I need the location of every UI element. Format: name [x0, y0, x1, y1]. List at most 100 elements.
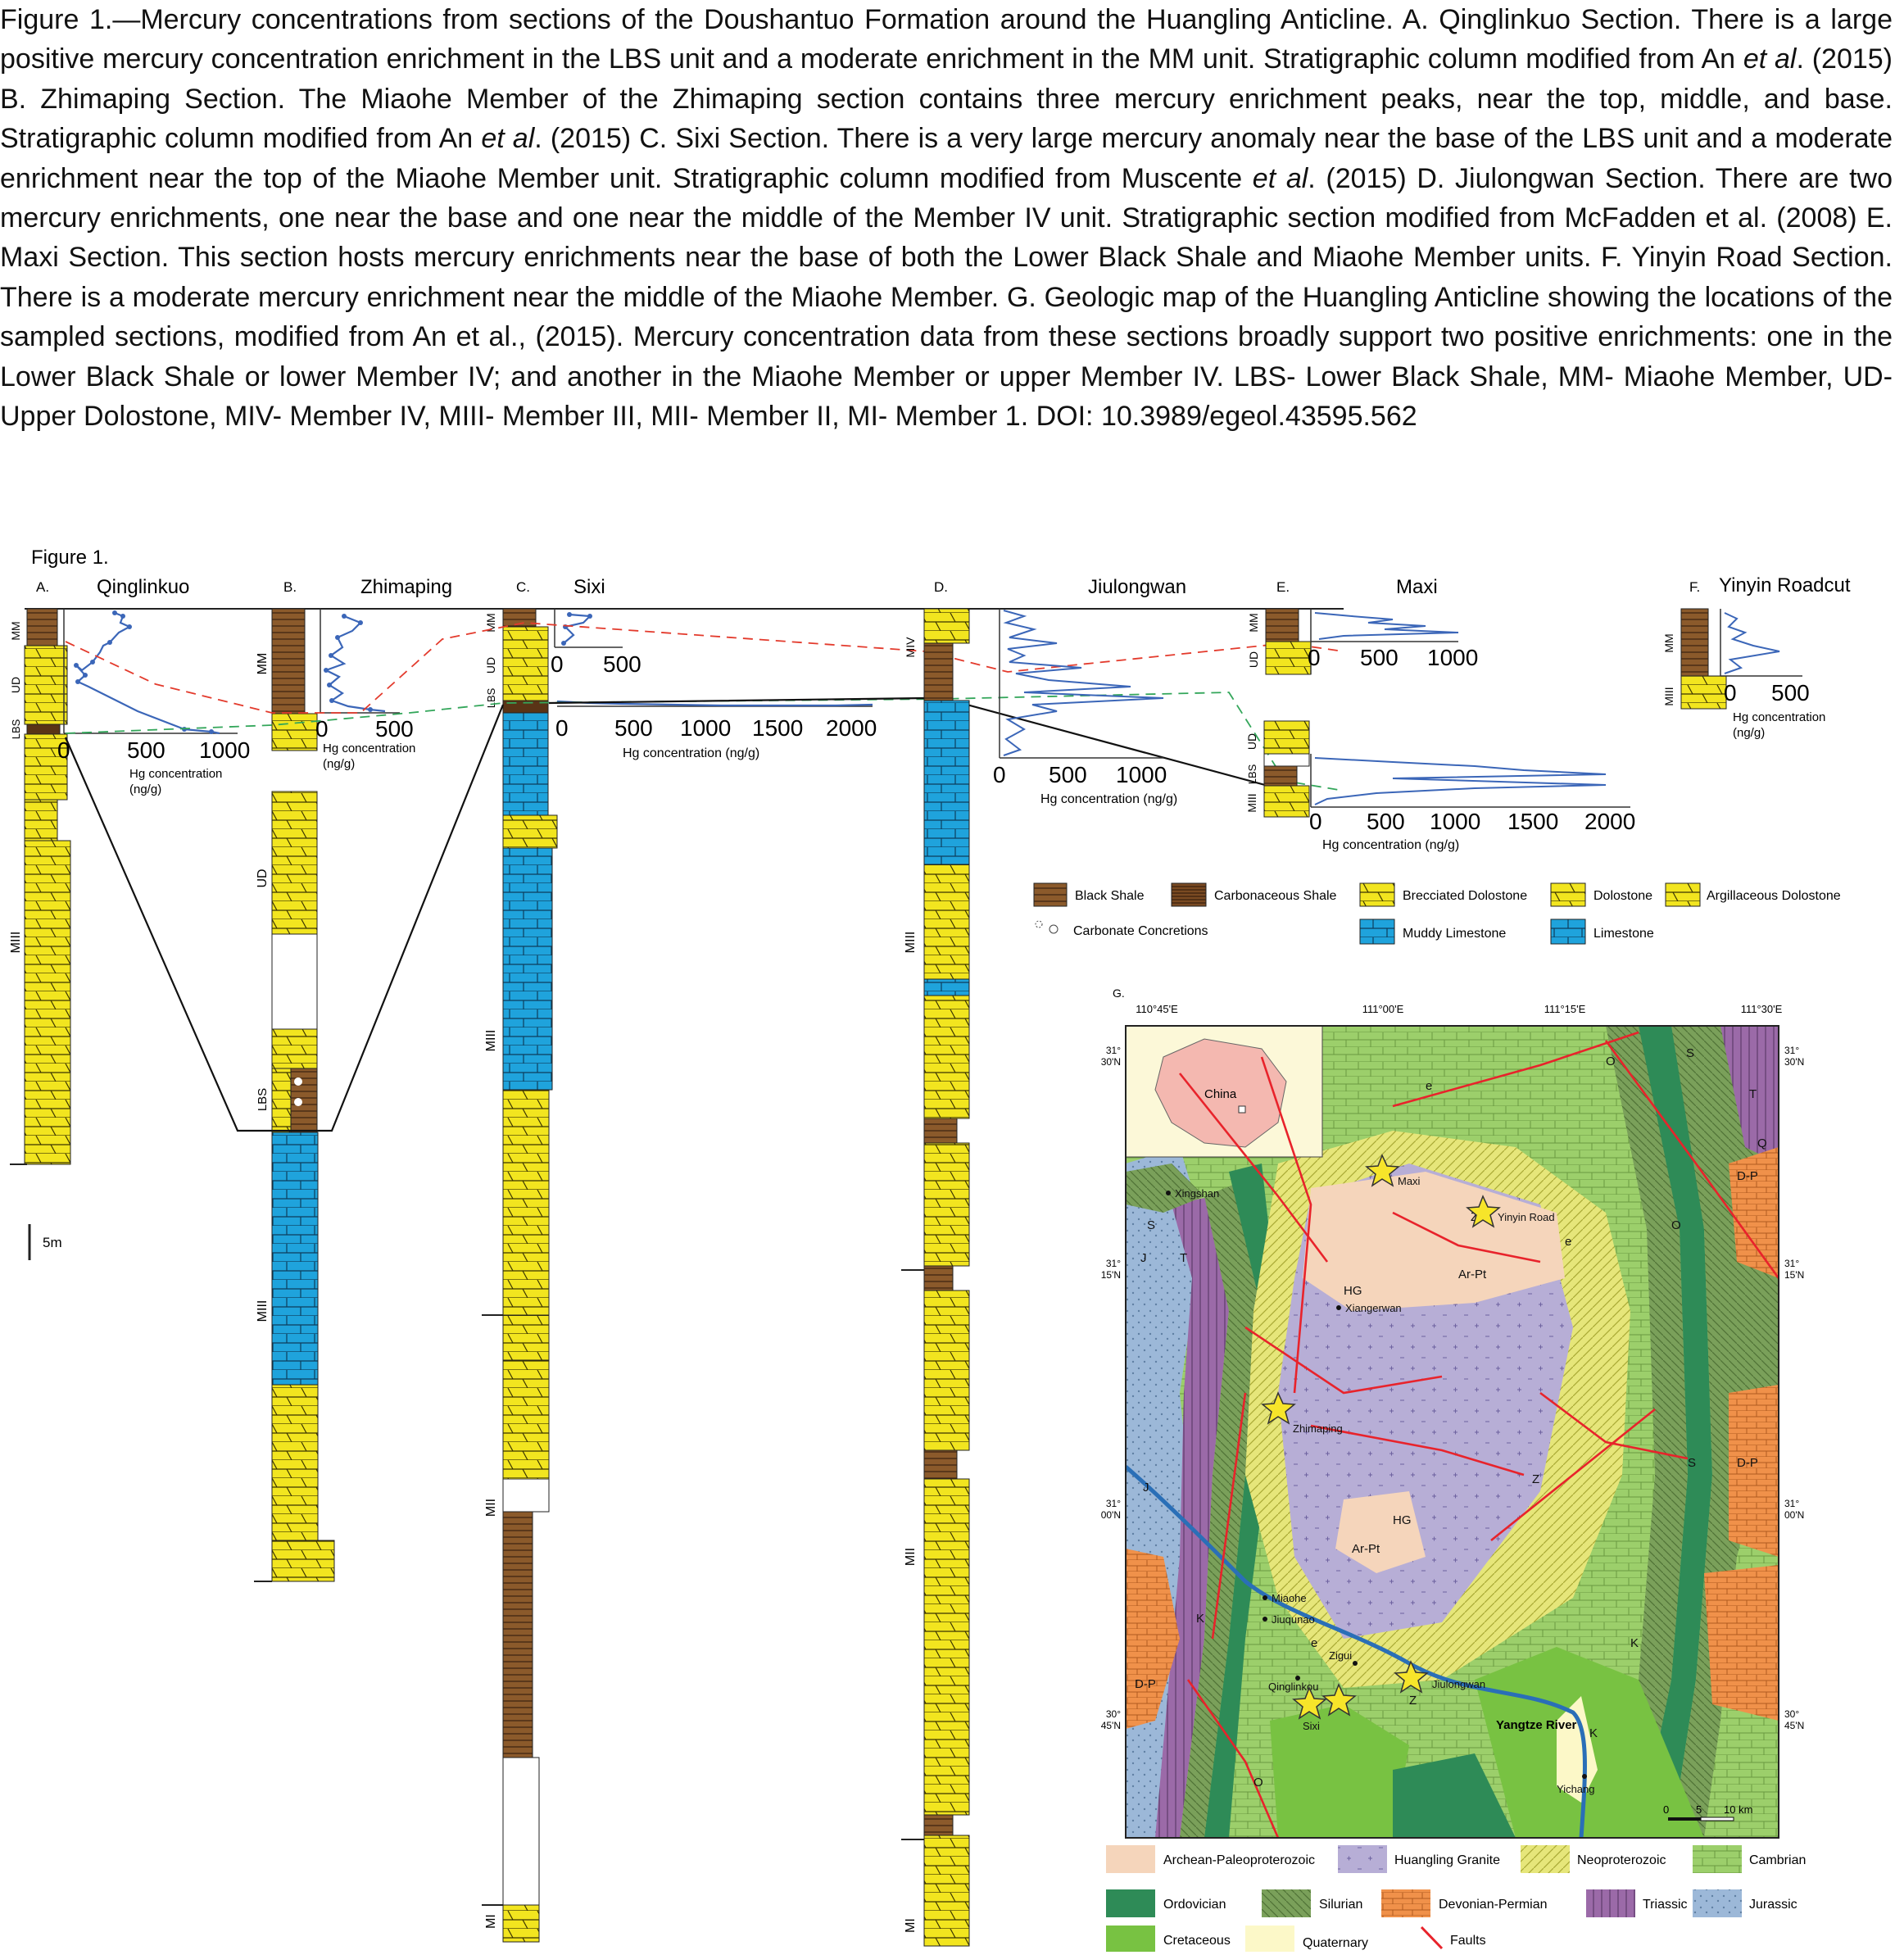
axis-tick: 500 [1049, 762, 1087, 787]
caption-text: . (2015) C. Sixi Section. There is a ver… [0, 123, 1893, 194]
unit-label: UD [256, 869, 270, 887]
map-legend-label: Cretaceous [1163, 1934, 1231, 1948]
unit-label: UD [484, 657, 497, 674]
unit-label: MM [1662, 633, 1675, 652]
section-b-title: Zhimaping [360, 576, 452, 598]
axis-tick: 0 [315, 716, 329, 742]
map-legend-label: Triassic [1643, 1898, 1688, 1912]
unit-label: MIII [1662, 687, 1675, 705]
legend-label: Black Shale [1075, 889, 1145, 903]
axis-label: Hg concentration (ng/g) [623, 746, 759, 760]
latitude-label: 31° [1106, 1498, 1121, 1509]
latitude-label: 00'N [1784, 1509, 1804, 1521]
place-label: Qinglinkou [1268, 1681, 1318, 1693]
axis-unit: (ng/g) [323, 757, 355, 771]
map-unit-label: J [1140, 1251, 1147, 1265]
map-unit-label: D-P [1737, 1169, 1758, 1183]
map-unit-label: J [1143, 1481, 1149, 1495]
axis-label: Hg concentration [129, 767, 222, 781]
map-unit-label: e [1565, 1235, 1571, 1249]
place-label: Xiangerwan [1345, 1302, 1402, 1314]
map-unit-label: e [1426, 1079, 1432, 1093]
latitude-label: 31° [1784, 1045, 1799, 1056]
figure-label: Figure 1. [31, 547, 109, 569]
unit-label: MIII [9, 932, 23, 954]
latitude-label: 15'N [1784, 1269, 1804, 1281]
unit-label: MI [904, 1918, 918, 1933]
latitude-label: 30'N [1101, 1056, 1121, 1068]
axis-tick: 2000 [1584, 809, 1635, 834]
section-f-letter: F. [1689, 579, 1700, 595]
map-legend-label: Jurassic [1749, 1898, 1797, 1912]
caption-text: Figure 1.—Mercury concentrations from se… [0, 4, 1893, 75]
unit-label: MII [904, 1548, 918, 1566]
site-label: Zhimaping [1293, 1422, 1343, 1435]
axis-tick: 1500 [752, 715, 803, 741]
unit-label: MM [484, 613, 497, 632]
inset-label: China [1204, 1087, 1237, 1101]
map-unit-label: Ar-Pt [1458, 1268, 1487, 1281]
section-f-yinyin: F. Yinyin Roadcut MM MIII 0 500 Hg conce… [1662, 574, 1851, 740]
legend-label: Dolostone [1593, 889, 1652, 903]
section-a-title: Qinglinkuo [97, 576, 189, 598]
axis-tick: 500 [603, 651, 641, 677]
unit-label: MIII [904, 932, 918, 954]
latitude-label: 30° [1106, 1708, 1121, 1720]
latitude-label: 30'N [1784, 1056, 1804, 1068]
latitude-label: 31° [1106, 1258, 1121, 1269]
axis-tick: 500 [375, 716, 414, 742]
section-c-sixi: C. Sixi MM UD LBS MIII MII MI 0 500 0 50… [482, 576, 877, 1943]
map-unit-label: O [1253, 1776, 1263, 1789]
geologic-map: G. 110°45'E 111°00'E 111°15'E 111°30'E 3… [1101, 987, 1804, 1839]
map-unit-label: O [1606, 1055, 1616, 1068]
axis-tick: 1000 [680, 715, 731, 741]
section-a-letter: A. [36, 579, 49, 595]
axis-tick: 500 [614, 715, 653, 741]
section-f-title: Yinyin Roadcut [1719, 574, 1851, 596]
map-unit-label: Q [1757, 1136, 1767, 1150]
place-label: Miaohe [1272, 1592, 1307, 1604]
map-unit-label: T [1749, 1087, 1757, 1101]
section-d-jiulongwan: D. Jiulongwan MIV MIII MII MI 0 500 1000… [901, 576, 1186, 1947]
latitude-label: 15'N [1101, 1269, 1121, 1281]
unit-label: LBS [10, 719, 22, 739]
axis-unit: (ng/g) [129, 782, 161, 796]
axis-tick: 2000 [826, 715, 877, 741]
map-unit-label: HG [1393, 1513, 1412, 1527]
longitude-label: 111°15'E [1544, 1003, 1586, 1015]
caption-text: . (2015) B. Zhimaping Section. The Miaoh… [0, 43, 1893, 155]
axis-tick: 500 [1771, 680, 1810, 705]
map-unit-label: Z [1532, 1472, 1539, 1486]
section-e-title: Maxi [1396, 576, 1438, 598]
axis-label: Hg concentration (ng/g) [1040, 792, 1177, 806]
longitude-label: 111°30'E [1741, 1003, 1783, 1015]
axis-tick: 500 [1367, 809, 1405, 834]
section-c-letter: C. [516, 579, 530, 595]
place-label: Zigui [1329, 1649, 1352, 1662]
unit-label: MIII [1245, 793, 1258, 812]
unit-label: MIV [904, 637, 917, 658]
axis-tick: 0 [551, 651, 564, 677]
unit-label: LBS [1246, 764, 1258, 784]
legend-label: Limestone [1593, 927, 1654, 941]
legend-label: Carbonaceous Shale [1214, 889, 1337, 903]
axis-tick: 500 [127, 737, 165, 763]
axis-tick: 0 [555, 715, 569, 741]
section-e-maxi: E. Maxi MM UD 0 500 1000 UD LBS MIII 0 5… [1245, 576, 1635, 852]
caption-italic: et al [1252, 162, 1308, 194]
map-unit-label: Z [1471, 1210, 1478, 1224]
map-unit-label: T [1180, 1251, 1187, 1265]
scale-bar-label: 5m [43, 1235, 62, 1250]
map-unit-label: Ar-Pt [1352, 1542, 1380, 1556]
axis-tick: 0 [57, 737, 70, 763]
longitude-label: 111°00'E [1362, 1003, 1404, 1015]
unit-label: MM [9, 621, 22, 640]
figure-caption: Figure 1.—Mercury concentrations from se… [0, 0, 1893, 436]
map-legend-label: Ordovician [1163, 1898, 1226, 1912]
map-unit-label: D-P [1135, 1677, 1156, 1691]
legend-label: Brecciated Dolostone [1403, 889, 1527, 903]
unit-label: MM [256, 653, 270, 675]
latitude-label: 45'N [1784, 1720, 1804, 1731]
axis-label: Hg concentration [323, 742, 415, 755]
